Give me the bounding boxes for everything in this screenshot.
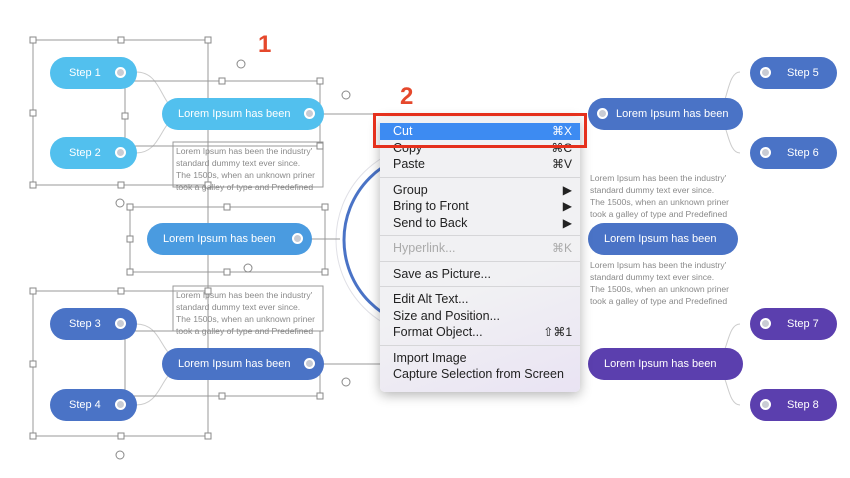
menu-item-group[interactable]: Group▶ — [393, 182, 572, 197]
topic-pill-right-middle[interactable]: Lorem Ipsum has been — [588, 223, 738, 255]
menu-separator — [380, 344, 580, 346]
menu-item-size-and-position[interactable]: Size and Position... — [393, 308, 501, 323]
menu-item-format-object[interactable]: Format Object...⇧⌘1 — [393, 325, 572, 340]
step-7-pill[interactable]: Step 7 — [750, 308, 837, 340]
menu-item-import-image[interactable]: Import Image — [393, 350, 467, 365]
menu-separator — [380, 286, 580, 287]
menu-item-paste[interactable]: Paste⌘V — [393, 157, 572, 172]
step-label: Step 7 — [787, 318, 819, 330]
topic-pill-left-middle[interactable]: Lorem Ipsum has been — [147, 223, 312, 255]
step-label: Step 4 — [69, 399, 101, 411]
circle-icon — [304, 358, 315, 369]
circle-icon — [115, 399, 126, 410]
menu-item-cut[interactable]: Cut⌘X — [380, 123, 580, 140]
topic-label: Lorem Ipsum has been — [616, 108, 729, 120]
menu-separator — [380, 176, 580, 178]
submenu-arrow-icon: ▶ — [562, 182, 572, 197]
step-label: Step 2 — [69, 147, 101, 159]
step-1-pill[interactable]: Step 1 — [50, 57, 137, 89]
topic-label: Lorem Ipsum has been — [604, 233, 717, 245]
description-right-bottom: Lorem Ipsum has been the industry'standa… — [590, 260, 730, 306]
topic-pill-right-bottom[interactable]: Lorem Ipsum has been — [588, 348, 743, 380]
step-label: Step 6 — [787, 147, 819, 159]
circle-icon — [760, 67, 771, 78]
topic-pill-left-top[interactable]: Lorem Ipsum has been — [162, 98, 324, 130]
context-menu: Cut⌘X Copy⌘C Paste⌘V Group▶ Bring to Fro… — [380, 117, 580, 392]
circle-icon — [760, 318, 771, 329]
annotation-number-1: 1 — [258, 31, 272, 58]
circle-icon — [760, 399, 771, 410]
menu-item-bring-to-front[interactable]: Bring to Front▶ — [393, 199, 572, 214]
description-left-top: Lorem Ipsum has been the industry'standa… — [176, 146, 316, 192]
submenu-arrow-icon: ▶ — [562, 215, 572, 230]
menu-item-hyperlink: Hyperlink...⌘K — [393, 241, 572, 256]
submenu-arrow-icon: ▶ — [562, 199, 572, 214]
topic-label: Lorem Ipsum has been — [163, 233, 276, 245]
step-label: Step 1 — [69, 67, 101, 79]
circle-icon — [304, 108, 315, 119]
topic-label: Lorem Ipsum has been — [178, 108, 291, 120]
step-2-pill[interactable]: Step 2 — [50, 137, 137, 169]
description-right-top: Lorem Ipsum has been the industry'standa… — [590, 173, 730, 219]
circle-icon — [115, 318, 126, 329]
menu-separator — [380, 260, 580, 262]
step-5-pill[interactable]: Step 5 — [750, 57, 837, 89]
menu-separator — [380, 235, 580, 236]
menu-item-save-as-picture[interactable]: Save as Picture... — [393, 266, 491, 281]
step-6-pill[interactable]: Step 6 — [750, 137, 837, 169]
topic-pill-left-bottom[interactable]: Lorem Ipsum has been — [162, 348, 324, 380]
circle-icon — [760, 147, 771, 158]
circle-icon — [292, 233, 303, 244]
description-left-bottom: Lorem Ipsum has been the industry'standa… — [176, 290, 316, 336]
step-label: Step 5 — [787, 67, 819, 79]
menu-item-edit-alt-text[interactable]: Edit Alt Text... — [393, 292, 469, 307]
topic-pill-right-top[interactable]: Lorem Ipsum has been — [588, 98, 743, 130]
step-label: Step 3 — [69, 318, 101, 330]
annotation-highlight-box — [373, 113, 587, 148]
step-label: Step 8 — [787, 399, 819, 411]
menu-item-send-to-back[interactable]: Send to Back▶ — [393, 215, 572, 230]
topic-label: Lorem Ipsum has been — [604, 358, 717, 370]
topic-label: Lorem Ipsum has been — [178, 358, 291, 370]
step-8-pill[interactable]: Step 8 — [750, 389, 837, 421]
step-4-pill[interactable]: Step 4 — [50, 389, 137, 421]
circle-icon — [597, 108, 608, 119]
circle-icon — [115, 147, 126, 158]
step-3-pill[interactable]: Step 3 — [50, 308, 137, 340]
menu-item-capture-selection[interactable]: Capture Selection from Screen — [393, 367, 564, 382]
circle-icon — [115, 67, 126, 78]
annotation-number-2: 2 — [400, 83, 414, 110]
